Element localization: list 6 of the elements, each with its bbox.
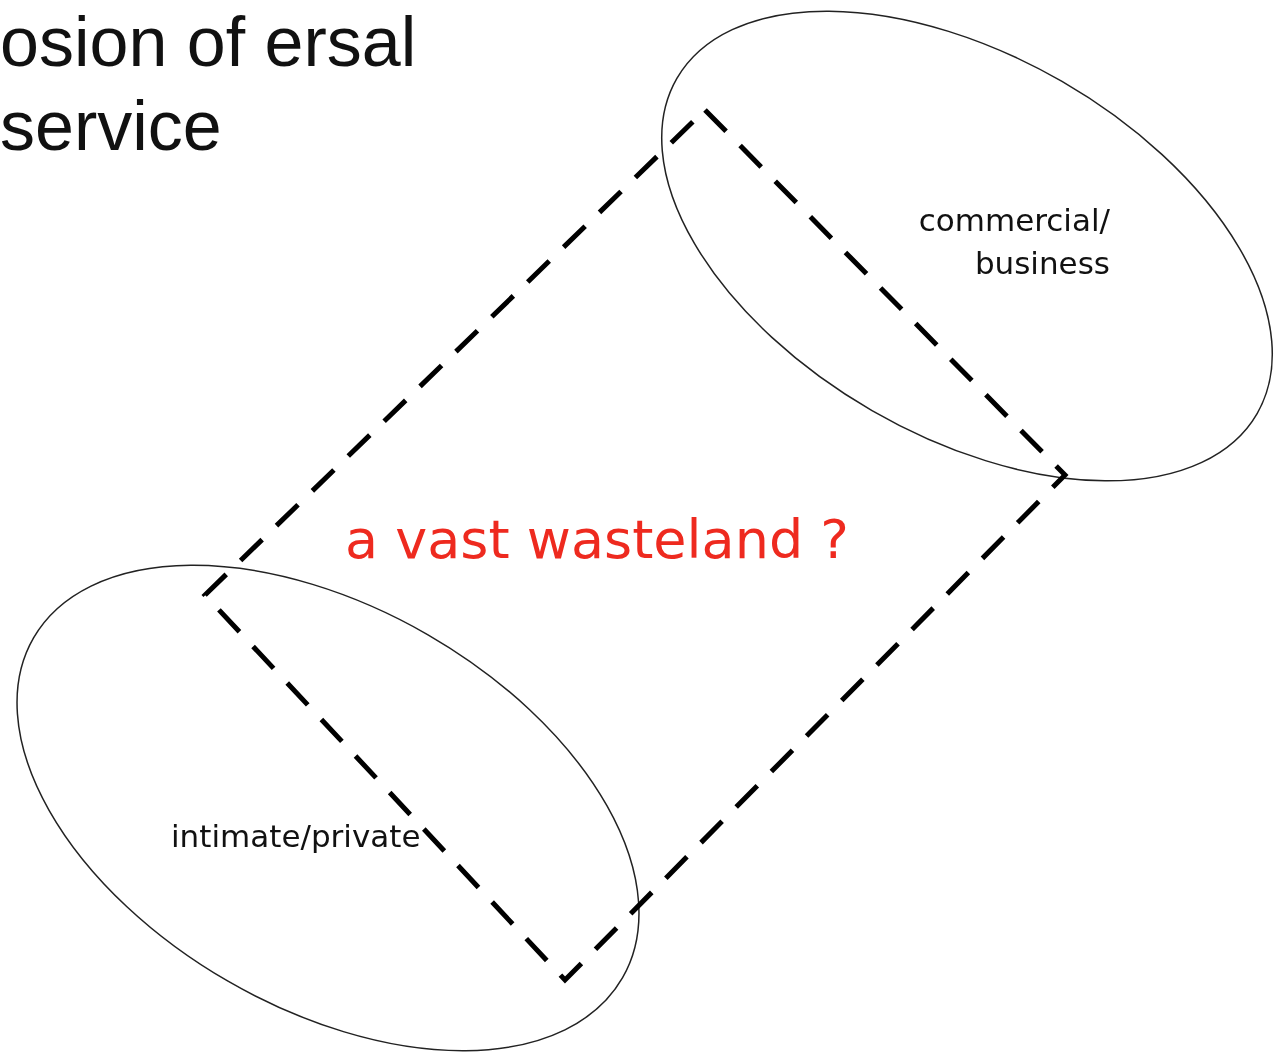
node-label: intimate/private [171,817,422,856]
ellipse-region [17,565,639,1051]
node-label: commercial/ business [917,201,1110,284]
slide-title: osion of ersal service [0,2,418,167]
question-text: a vast wasteland ? [345,507,850,573]
ellipse-region [662,11,1272,481]
